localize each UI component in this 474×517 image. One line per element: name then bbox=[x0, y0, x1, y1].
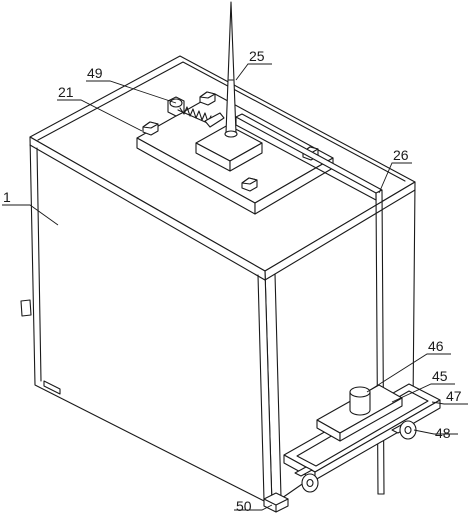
right-front-bevel bbox=[274, 273, 282, 498]
front-left-bevel bbox=[36, 147, 42, 382]
bolt-back bbox=[199, 91, 216, 106]
label-49: 49 bbox=[87, 65, 103, 81]
wheel-front bbox=[294, 466, 319, 493]
bottom-foot bbox=[263, 492, 289, 513]
leader-47 bbox=[431, 401, 468, 405]
leader-46 bbox=[366, 353, 451, 393]
clamp-jaw bbox=[204, 112, 225, 128]
leader-49 bbox=[86, 80, 177, 104]
leader-50 bbox=[234, 504, 273, 511]
label-47: 47 bbox=[446, 388, 462, 404]
leader-21 bbox=[57, 99, 143, 132]
leader-25 bbox=[235, 63, 272, 81]
right-top-bevel bbox=[264, 189, 416, 281]
label-21: 21 bbox=[58, 84, 74, 100]
top-inner-bevel bbox=[37, 61, 406, 182]
leader-1 bbox=[2, 204, 59, 226]
leader-26 bbox=[378, 162, 412, 194]
front-right-bevel bbox=[257, 274, 265, 501]
slider-side bbox=[339, 397, 403, 442]
leader-45 bbox=[391, 383, 455, 403]
label-50: 50 bbox=[236, 498, 252, 514]
block-side bbox=[229, 142, 263, 172]
left-side-tab bbox=[20, 299, 32, 317]
caster-wheels bbox=[294, 420, 417, 493]
cylinder-post bbox=[349, 386, 371, 416]
leader-48 bbox=[413, 429, 458, 435]
reference-labels: 1 21 49 25 26 46 45 47 48 50 bbox=[3, 48, 462, 514]
leader-lines bbox=[2, 63, 468, 511]
vertical-rod-right bbox=[381, 189, 385, 495]
bottom-foot-left bbox=[43, 380, 61, 395]
bolt-front bbox=[241, 177, 258, 192]
antenna-block bbox=[195, 124, 263, 172]
label-1: 1 bbox=[3, 189, 11, 205]
label-45: 45 bbox=[432, 368, 448, 384]
label-46: 46 bbox=[428, 338, 444, 354]
antenna-spike bbox=[224, 1, 238, 138]
bolt-front-left bbox=[142, 121, 159, 136]
label-26: 26 bbox=[393, 147, 409, 163]
front-top-bevel bbox=[29, 144, 266, 281]
cabinet-body bbox=[20, 55, 416, 506]
label-25: 25 bbox=[249, 48, 265, 64]
label-48: 48 bbox=[435, 425, 451, 441]
